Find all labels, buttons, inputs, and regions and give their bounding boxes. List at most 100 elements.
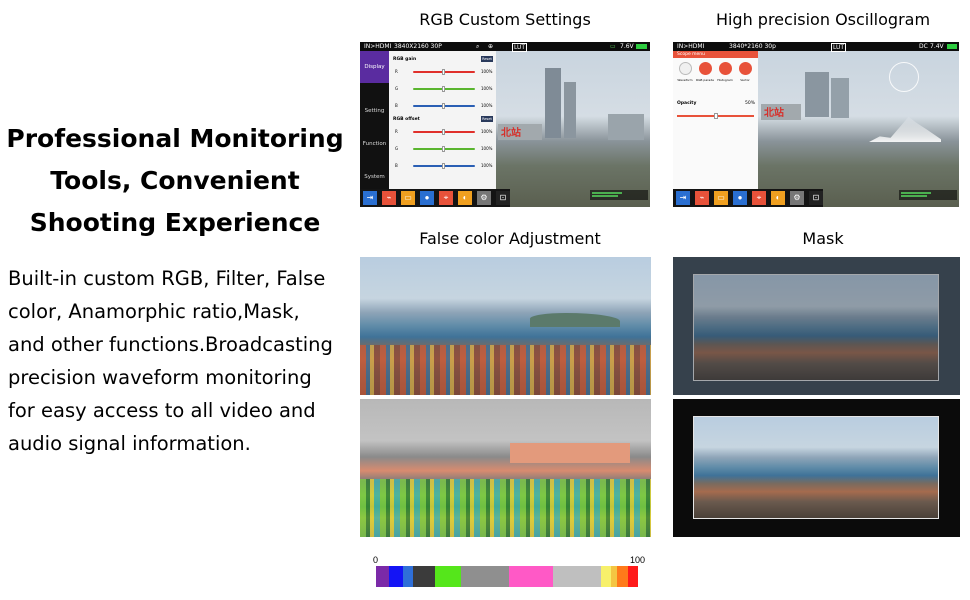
false-color-icon[interactable]: ◐ — [458, 191, 472, 205]
opacity-label: Opacity — [677, 101, 697, 106]
scope-label-rgb-parade: RGB parade — [696, 78, 714, 82]
sidebar-item-function[interactable]: Function — [362, 141, 387, 147]
waveform-icon[interactable]: ⌁ — [695, 191, 709, 205]
slider-knob[interactable] — [442, 146, 445, 152]
skyscraper-image — [545, 68, 561, 138]
gain-g-slider[interactable]: G 100% — [393, 85, 493, 93]
rgb-panel-title: RGB Custom Settings — [419, 10, 591, 29]
false-color-icon[interactable]: ◐ — [771, 191, 785, 205]
vectorscope-icon[interactable] — [739, 62, 752, 75]
gain-b-slider[interactable]: B 100% — [393, 102, 493, 110]
tool-bar: ⇥ ⌁ ▭ ● ⌖ ◐ ⚙ ⊡ — [673, 189, 823, 207]
slider-knob[interactable] — [442, 163, 445, 169]
slider-value: 100% — [481, 146, 493, 151]
opacity-value: 50% — [745, 101, 756, 106]
headline-line: Shooting Experience — [29, 208, 321, 237]
input-icon[interactable]: ⇥ — [363, 191, 377, 205]
scale-segment — [389, 566, 403, 587]
waveform-icon[interactable] — [679, 62, 692, 75]
false-color-panel-title: False color Adjustment — [419, 229, 601, 248]
building-image — [608, 114, 644, 140]
rgb-settings-screen: 北站 IN>HDMI 3840X2160 30P ⌕ ⊕ LUT ▭ 7.6V … — [360, 42, 650, 207]
scale-segment — [376, 566, 389, 587]
slider-knob[interactable] — [442, 69, 445, 75]
slider-channel-label: G — [395, 146, 399, 151]
sidebar-item-system[interactable]: System — [364, 174, 385, 180]
rgb-parade-icon[interactable] — [699, 62, 712, 75]
scope-menu-title: Scope menu — [673, 51, 758, 58]
user-icon[interactable]: ● — [733, 191, 747, 205]
description-line: Built-in custom RGB, Filter, False — [8, 267, 326, 290]
battery-level-icon — [947, 44, 957, 49]
scope-label-waveform: Waveform — [677, 78, 693, 82]
gear-icon[interactable]: ⚙ — [790, 191, 804, 205]
scale-segment — [403, 566, 413, 587]
mask-frame — [693, 274, 939, 381]
input-label: IN>HDMI — [364, 43, 392, 50]
sidebar-item-setting[interactable]: Setting — [364, 108, 385, 114]
lock-icon[interactable]: ⊡ — [496, 191, 510, 205]
mask-frame — [693, 416, 939, 519]
description: Built-in custom RGB, Filter, False color… — [8, 262, 358, 460]
description-line: and other functions.Broadcasting — [8, 333, 333, 356]
rgb-gain-reset-button[interactable]: Reset — [481, 56, 493, 62]
lock-icon[interactable]: ⊡ — [809, 191, 823, 205]
focus-icon[interactable]: ⌖ — [752, 191, 766, 205]
focus-icon[interactable]: ⌖ — [439, 191, 453, 205]
offset-b-slider[interactable]: B 100% — [393, 162, 493, 170]
description-line: color, Anamorphic ratio,Mask, — [8, 300, 300, 323]
false-color-water — [510, 443, 630, 463]
format-label: 3840X2160 30P — [394, 43, 442, 50]
scale-segment — [611, 566, 617, 587]
scope-panel-title: High precision Oscillogram — [715, 10, 931, 29]
slider-knob[interactable] — [442, 129, 445, 135]
scale-segment — [601, 566, 611, 587]
histogram-overlay — [869, 116, 941, 142]
battery-voltage: 7.4V — [930, 43, 944, 50]
port-image-false-color — [360, 399, 651, 537]
zoom-icon[interactable]: ⊕ — [488, 43, 494, 50]
containers-image — [360, 345, 651, 395]
battery-icon: ▭ — [610, 43, 616, 50]
rgb-settings-panel: RGB gain Reset R 100% G 100% B 100% RGB … — [389, 51, 496, 193]
rgb-offset-reset-button[interactable]: Reset — [481, 116, 493, 122]
mask-image-opaque — [673, 399, 960, 537]
slider-value: 100% — [481, 69, 493, 74]
gear-icon[interactable]: ⚙ — [477, 191, 491, 205]
search-icon[interactable]: ⌕ — [476, 43, 480, 50]
slider-channel-label: R — [395, 69, 398, 74]
lut-badge[interactable]: LUT — [831, 43, 847, 52]
histogram-icon[interactable] — [719, 62, 732, 75]
sidebar-item-display[interactable]: Display — [360, 51, 389, 83]
headline-line: Professional Monitoring — [6, 124, 344, 153]
input-icon[interactable]: ⇥ — [676, 191, 690, 205]
tool-bar: ⇥ ⌁ ▭ ● ⌖ ◐ ⚙ ⊡ — [360, 189, 510, 207]
aspect-ratio-icon[interactable]: ▭ — [401, 191, 415, 205]
slider-knob[interactable] — [442, 86, 445, 92]
false-color-scale — [376, 566, 638, 587]
scale-min-label: 0 — [373, 555, 379, 565]
audio-meter — [899, 190, 957, 200]
building-image — [805, 72, 829, 117]
gain-r-slider[interactable]: R 100% — [393, 68, 493, 76]
station-sign: 北站 — [498, 124, 542, 140]
offset-g-slider[interactable]: G 100% — [393, 145, 493, 153]
opacity-slider-knob[interactable] — [713, 113, 718, 119]
mask-panel-title: Mask — [802, 229, 844, 248]
format-label: 3840*2160 30p — [729, 43, 776, 50]
offset-r-slider[interactable]: R 100% — [393, 128, 493, 136]
station-sign: 北站 — [761, 104, 801, 120]
slider-value: 100% — [481, 86, 493, 91]
mask-image-translucent — [673, 257, 960, 395]
slider-channel-label: B — [395, 163, 398, 168]
user-icon[interactable]: ● — [420, 191, 434, 205]
waveform-icon[interactable]: ⌁ — [382, 191, 396, 205]
aspect-ratio-icon[interactable]: ▭ — [714, 191, 728, 205]
scale-segment — [413, 566, 435, 587]
lut-badge[interactable]: LUT — [512, 43, 528, 52]
slider-knob[interactable] — [442, 103, 445, 109]
dc-label: DC — [919, 43, 928, 50]
port-image-normal — [360, 257, 651, 395]
headline: Professional Monitoring Tools, Convenien… — [0, 118, 350, 244]
description-line: for easy access to all video and — [8, 399, 316, 422]
